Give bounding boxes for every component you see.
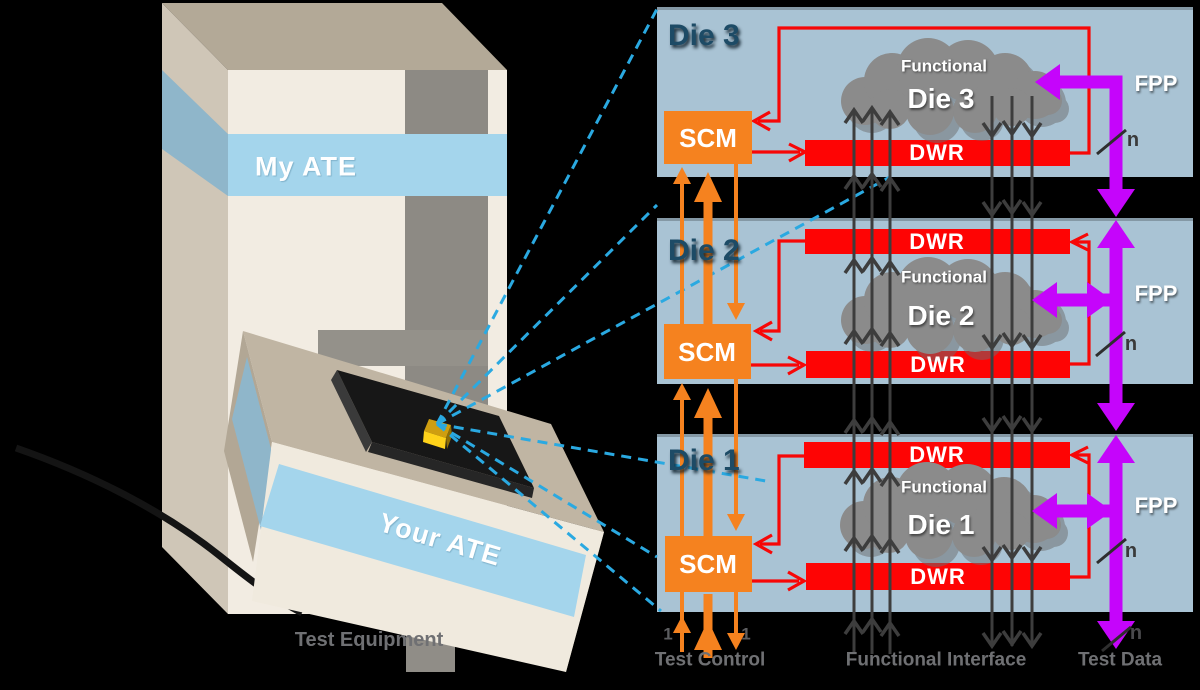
tower-band-side	[162, 70, 228, 196]
die1-dwr-top-label: DWR	[909, 442, 965, 467]
die1-dwr-bottom-label: DWR	[910, 564, 966, 589]
testdata-bus-width: n	[1129, 622, 1143, 644]
die1-cloud-line2: Die 1	[907, 509, 975, 540]
tower-band	[228, 134, 507, 196]
head-band-side	[232, 357, 276, 530]
die2-scm-label: SCM	[678, 337, 736, 367]
die1-dwr-bottom-bar	[806, 563, 1070, 590]
fpp-bus	[1032, 64, 1135, 649]
socket-left-edge	[331, 370, 372, 452]
dash-link-3	[436, 175, 891, 426]
red-scan-paths	[750, 26, 1091, 592]
die3-title: Die 3	[668, 19, 740, 52]
die3-dwr-bar	[805, 140, 1070, 166]
test-control-caption: Test Control	[654, 649, 766, 671]
down-lines	[990, 96, 1034, 646]
scm-boxes	[664, 111, 752, 592]
die2-fpp-label: FPP	[1134, 281, 1178, 306]
die3-cloud-line2: Die 3	[907, 83, 975, 114]
die2-dwr-top-label: DWR	[909, 229, 965, 254]
die2-title: Die 2	[668, 234, 740, 267]
die1-scm-label: SCM	[679, 549, 737, 579]
die1-bus-slash	[1096, 537, 1127, 565]
test-equipment-illustration	[14, 3, 604, 672]
die3-cloud-line1: Functional	[901, 56, 987, 76]
fpp-heads	[1032, 64, 1135, 649]
die3-scm-box	[664, 111, 752, 164]
die2-arrow-into-scm	[752, 320, 773, 342]
chip-side	[446, 425, 452, 449]
head-band	[260, 464, 586, 617]
die1-arrow-into-topdwr	[1068, 445, 1089, 465]
die3-panel-edge	[657, 7, 1193, 10]
tower-top-face	[162, 3, 507, 70]
dash-link-2	[435, 203, 659, 426]
die2-bus-width: n	[1124, 333, 1138, 355]
die3-arrow-into-scm	[750, 110, 771, 132]
die2-left-loop	[760, 239, 806, 333]
tower-dock-bay	[318, 330, 488, 366]
die2-cloud-line1: Functional	[901, 267, 987, 287]
die3-bus-slash	[1096, 128, 1127, 156]
chip-front	[423, 431, 446, 449]
die3-dwr-label: DWR	[909, 140, 965, 165]
die2-dwr-top-bar	[805, 229, 1070, 254]
equipment-caption: Test Equipment	[294, 629, 444, 651]
die2-panel-edge	[657, 218, 1193, 221]
bottom-bus-slash	[1101, 625, 1132, 653]
functional-clouds	[840, 38, 1069, 567]
dash-link-5	[436, 422, 658, 559]
die2-cloud-line2: Die 2	[907, 300, 975, 331]
die1-fpp-label: FPP	[1134, 493, 1178, 518]
bus-width-slashes	[1095, 128, 1132, 653]
dash-link-6	[436, 422, 662, 613]
die1-panel-edge	[657, 434, 1193, 437]
test-control-arrows	[673, 164, 745, 658]
die2-scm-box	[664, 324, 751, 379]
die1-arrow-into-scm	[752, 533, 773, 555]
die1-scm-box	[665, 536, 752, 592]
socket-front-edge	[368, 442, 534, 498]
test-data-caption: Test Data	[1077, 649, 1163, 671]
die2-arrow-into-topdwr	[1068, 232, 1089, 252]
die3-fpp-label: FPP	[1134, 71, 1178, 96]
control-in-count: 1	[663, 624, 673, 644]
die3-bus-width: n	[1126, 129, 1140, 151]
die3-scm-label: SCM	[679, 123, 737, 153]
die1-bus-width: n	[1124, 540, 1138, 562]
die1-left-loop	[760, 454, 806, 546]
die1-cloud-line1: Functional	[901, 477, 987, 497]
functional-interface-caption: Functional Interface	[845, 649, 1027, 671]
die2-bus-slash	[1095, 330, 1126, 358]
die3-wrapper-loop	[758, 26, 1091, 155]
control-out-count: 1	[741, 624, 751, 644]
test-control-heads	[673, 167, 745, 650]
die2-dwr-bottom-label: DWR	[910, 352, 966, 377]
die2-arrow-into-botdwr	[787, 355, 808, 376]
functional-interface-lines	[843, 96, 1043, 654]
dash-link-1	[435, 8, 659, 425]
up-lines	[852, 108, 892, 654]
die1-arrow-into-botdwr	[787, 570, 808, 592]
die1-title: Die 1	[668, 444, 740, 477]
tower-band-label: My ATE	[254, 151, 358, 182]
